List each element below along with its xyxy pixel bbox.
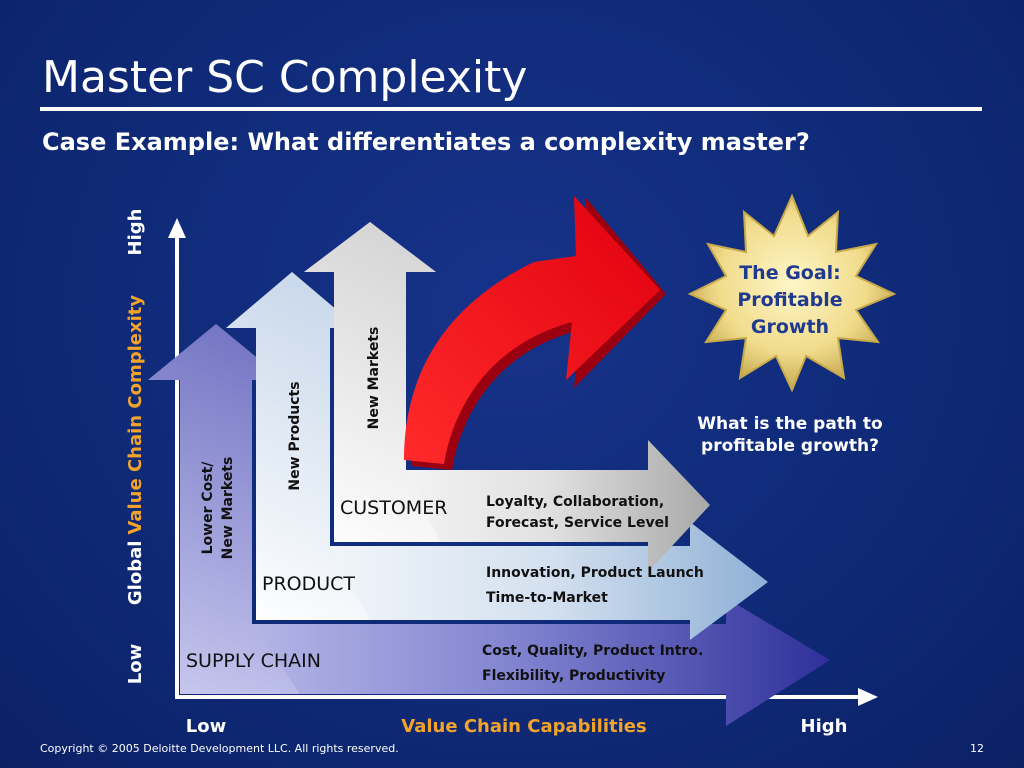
slide-title: Master SC Complexity bbox=[42, 52, 528, 103]
goal-text-3: Growth bbox=[751, 316, 829, 338]
customer-vertical-label: New Markets bbox=[366, 327, 382, 430]
product-label: PRODUCT bbox=[262, 573, 355, 595]
x-axis-low-label: Low bbox=[186, 716, 226, 737]
product-arrow-shade bbox=[226, 272, 370, 620]
goal-starburst-icon bbox=[687, 193, 897, 393]
supply-chain-vertical-label-1: Lower Cost/ bbox=[200, 461, 216, 555]
supply-chain-desc-2: Flexibility, Productivity bbox=[482, 668, 665, 684]
footer-copyright: Copyright © 2005 Deloitte Development LL… bbox=[40, 742, 399, 755]
customer-label: CUSTOMER bbox=[340, 497, 447, 519]
customer-desc-2: Forecast, Service Level bbox=[486, 515, 669, 531]
goal-text-1: The Goal: bbox=[739, 262, 841, 284]
x-axis-title: Value Chain Capabilities bbox=[401, 716, 646, 737]
y-axis-arrowhead-icon bbox=[168, 218, 186, 238]
y-axis-title: Global Value Chain Complexity bbox=[125, 295, 146, 605]
product-desc-2: Time-to-Market bbox=[486, 590, 608, 606]
slide-subtitle: Case Example: What differentiates a comp… bbox=[42, 128, 810, 156]
question-text-2: profitable growth? bbox=[701, 436, 879, 456]
growth-arrow bbox=[404, 196, 660, 464]
x-axis-high-label: High bbox=[801, 716, 848, 737]
supply-chain-label: SUPPLY CHAIN bbox=[186, 650, 321, 672]
y-axis-title-global: Global bbox=[125, 541, 146, 606]
product-vertical-label: New Products bbox=[287, 381, 303, 490]
page-number: 12 bbox=[970, 742, 984, 755]
question-text-1: What is the path to bbox=[697, 414, 883, 434]
customer-arrow-shade bbox=[304, 222, 440, 542]
y-axis-title-accent: Value Chain Complexity bbox=[125, 295, 146, 535]
product-arrow bbox=[226, 272, 768, 640]
supply-chain-arrow bbox=[148, 324, 830, 726]
x-axis-arrowhead-icon bbox=[858, 688, 878, 706]
supply-chain-vertical-label-2: New Markets bbox=[220, 457, 236, 560]
goal-text-2: Profitable bbox=[737, 289, 842, 311]
customer-desc-1: Loyalty, Collaboration, bbox=[486, 494, 664, 510]
title-divider bbox=[40, 107, 982, 111]
product-desc-1: Innovation, Product Launch bbox=[486, 565, 704, 581]
y-axis-high-label: High bbox=[125, 209, 146, 256]
supply-chain-arrow-shade bbox=[148, 324, 300, 694]
supply-chain-desc-1: Cost, Quality, Product Intro. bbox=[482, 643, 703, 659]
y-axis-low-label: Low bbox=[125, 644, 146, 684]
